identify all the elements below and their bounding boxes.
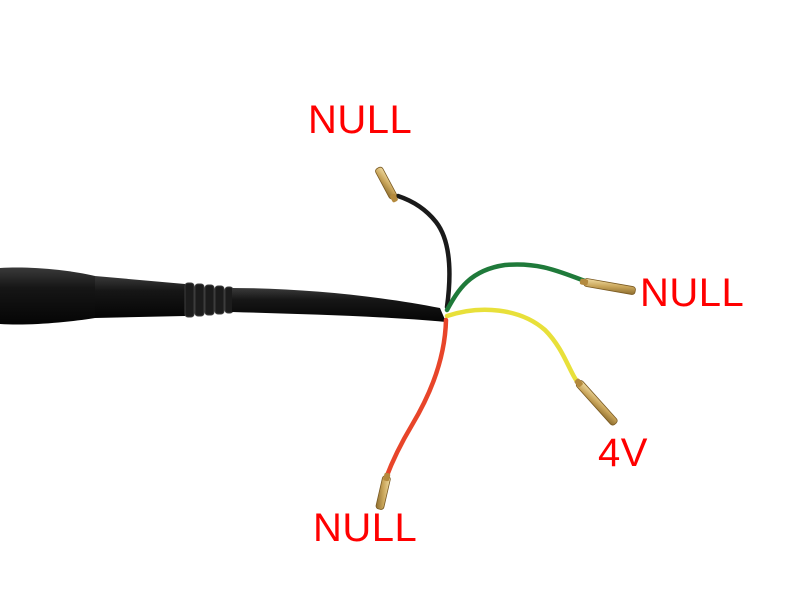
- red-wire-label: NULL: [313, 506, 418, 550]
- yellow-wire-label: 4V: [598, 431, 648, 475]
- red-wire-pin: [375, 472, 391, 510]
- yellow-wire-pin: [574, 378, 618, 426]
- green-wire-label: NULL: [640, 271, 745, 315]
- black-wire-label: NULL: [308, 98, 413, 142]
- wires: [383, 193, 588, 481]
- green-wire: [444, 262, 588, 313]
- strain-relief-ribs: [184, 282, 234, 318]
- connector-housing: [0, 267, 234, 325]
- main-cable: [232, 288, 446, 322]
- pins: [375, 166, 636, 510]
- black-wire-pin: [375, 166, 398, 203]
- black-wire: [395, 193, 452, 310]
- red-wire: [383, 317, 449, 481]
- yellow-wire: [444, 307, 583, 388]
- green-wire-pin: [579, 278, 636, 295]
